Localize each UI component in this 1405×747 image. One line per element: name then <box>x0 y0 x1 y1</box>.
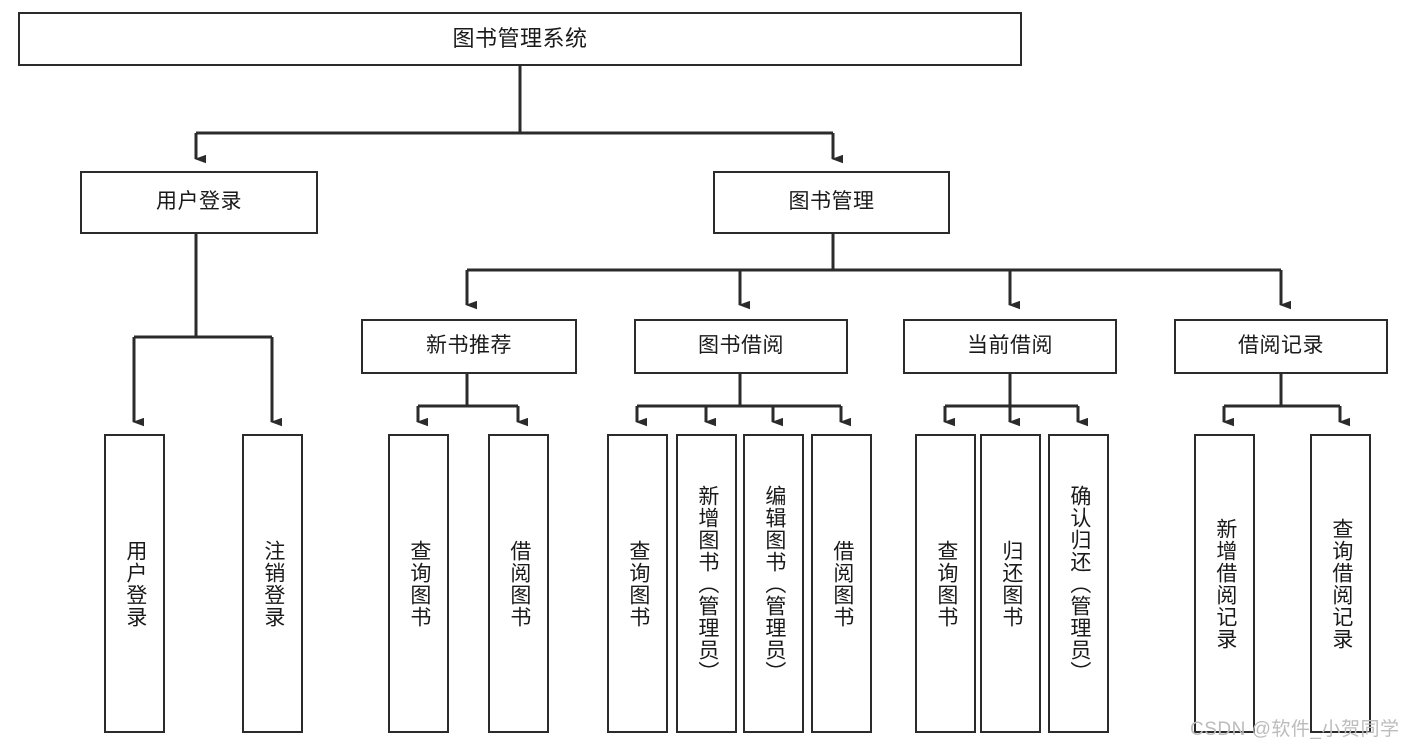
node-label: 借阅图书 <box>507 539 531 628</box>
node-label: 用户登录 <box>156 190 242 214</box>
leaf-book-borrow-add[interactable]: 新增图书（管理员） <box>676 434 737 733</box>
node-label: 新增图书（管理员） <box>695 484 719 683</box>
node-user-login[interactable]: 用户登录 <box>80 171 318 234</box>
node-label: 当前借阅 <box>967 334 1053 358</box>
node-label: 借阅记录 <box>1238 334 1324 358</box>
leaf-book-borrow-edit[interactable]: 编辑图书（管理员） <box>743 434 804 733</box>
node-book-management[interactable]: 图书管理 <box>713 171 950 234</box>
node-label: 查询图书 <box>934 539 958 628</box>
node-label: 图书管理系统 <box>452 26 588 52</box>
leaf-new-book-query[interactable]: 查询图书 <box>388 434 449 733</box>
leaf-new-book-borrow[interactable]: 借阅图书 <box>488 434 549 733</box>
node-new-book-recommend[interactable]: 新书推荐 <box>361 319 577 374</box>
node-label: 查询图书 <box>626 539 650 628</box>
node-label: 确认归还（管理员） <box>1067 484 1091 683</box>
leaf-current-borrow-return[interactable]: 归还图书 <box>980 434 1041 733</box>
csdn-watermark: CSDN @软件_小贺同学 <box>1190 719 1400 740</box>
leaf-user-login-login[interactable]: 用户登录 <box>104 434 165 733</box>
leaf-user-login-logout[interactable]: 注销登录 <box>242 434 303 733</box>
node-book-borrow[interactable]: 图书借阅 <box>634 319 848 374</box>
leaf-current-borrow-confirm-return[interactable]: 确认归还（管理员） <box>1048 434 1109 733</box>
leaf-book-borrow-query[interactable]: 查询图书 <box>607 434 668 733</box>
leaf-book-borrow-borrow[interactable]: 借阅图书 <box>811 434 872 733</box>
node-label: 注销登录 <box>261 539 285 628</box>
node-borrow-records[interactable]: 借阅记录 <box>1174 319 1388 374</box>
node-label: 用户登录 <box>123 539 147 628</box>
leaf-borrow-record-query[interactable]: 查询借阅记录 <box>1310 434 1371 733</box>
leaf-borrow-record-add[interactable]: 新增借阅记录 <box>1194 434 1255 733</box>
node-label: 编辑图书（管理员） <box>762 484 786 683</box>
node-current-borrow[interactable]: 当前借阅 <box>903 319 1117 374</box>
node-label: 归还图书 <box>999 539 1023 628</box>
node-root-book-management-system[interactable]: 图书管理系统 <box>18 12 1022 66</box>
node-label: 借阅图书 <box>830 539 854 628</box>
node-label: 查询图书 <box>407 539 431 628</box>
node-label: 新增借阅记录 <box>1213 517 1237 650</box>
node-label: 图书借阅 <box>698 334 784 358</box>
node-label: 新书推荐 <box>426 334 512 358</box>
leaf-current-borrow-query[interactable]: 查询图书 <box>915 434 976 733</box>
node-label: 查询借阅记录 <box>1329 517 1353 650</box>
node-label: 图书管理 <box>788 190 875 214</box>
